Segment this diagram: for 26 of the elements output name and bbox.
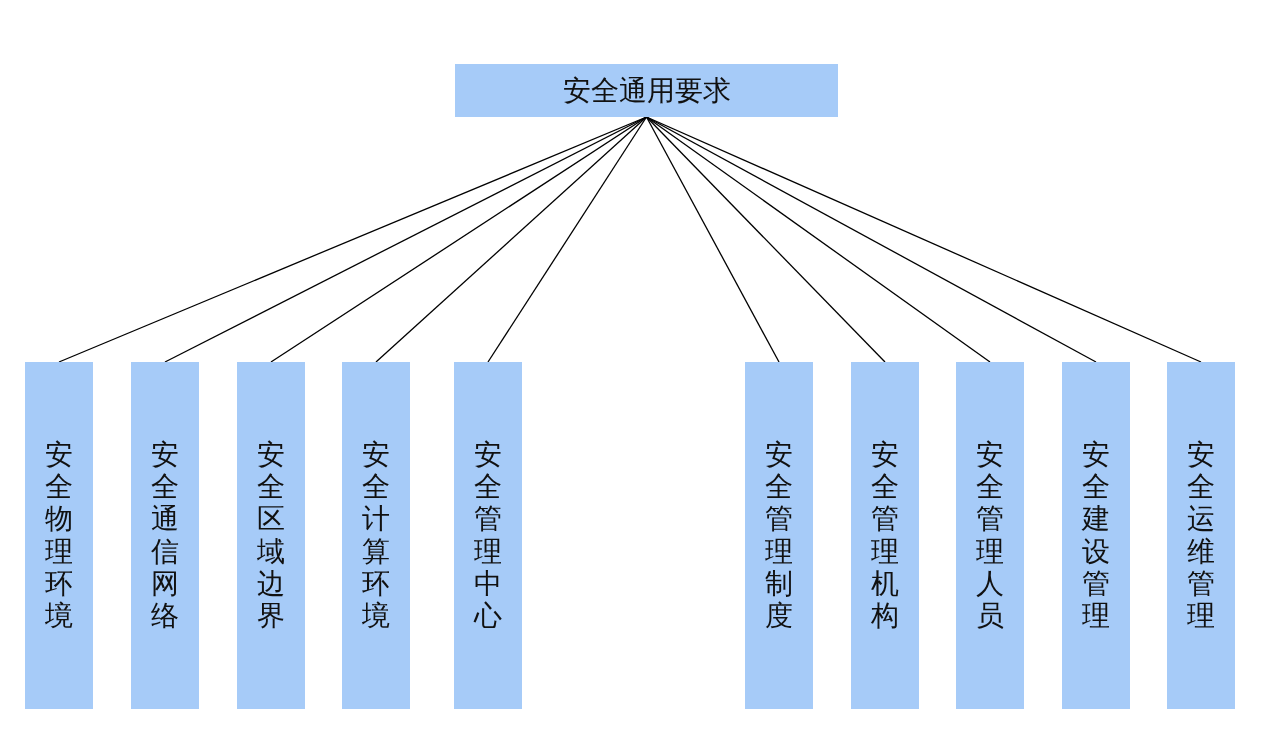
category-bar	[851, 362, 919, 709]
node-label: 安全区域边界	[257, 438, 285, 633]
connector-line	[645, 116, 886, 363]
node-label: 安全管理中心	[474, 438, 502, 633]
category-bar	[454, 362, 522, 709]
node-label: 安全管理机构	[871, 438, 899, 633]
connector-line	[645, 116, 780, 363]
node-label: 安全通用要求	[562, 73, 731, 108]
category-bar	[745, 362, 813, 709]
category-bar	[237, 362, 305, 709]
root-box	[455, 64, 838, 117]
category-bar	[1167, 362, 1235, 709]
category-bar	[131, 362, 199, 709]
node-label: 安全运维管理	[1187, 438, 1215, 633]
category-bar	[1062, 362, 1130, 709]
node-label: 安全物理环境	[45, 438, 73, 633]
category-bar	[25, 362, 93, 709]
node-label: 安全计算环境	[362, 438, 390, 633]
connector-line	[487, 116, 648, 363]
node-label: 安全通信网络	[151, 438, 179, 633]
category-bar	[956, 362, 1024, 709]
node-label: 安全建设管理	[1082, 438, 1110, 633]
category-bar	[342, 362, 410, 709]
connector-line	[375, 116, 648, 363]
node-label: 安全管理制度	[765, 438, 793, 633]
node-label: 安全管理人员	[976, 438, 1004, 633]
